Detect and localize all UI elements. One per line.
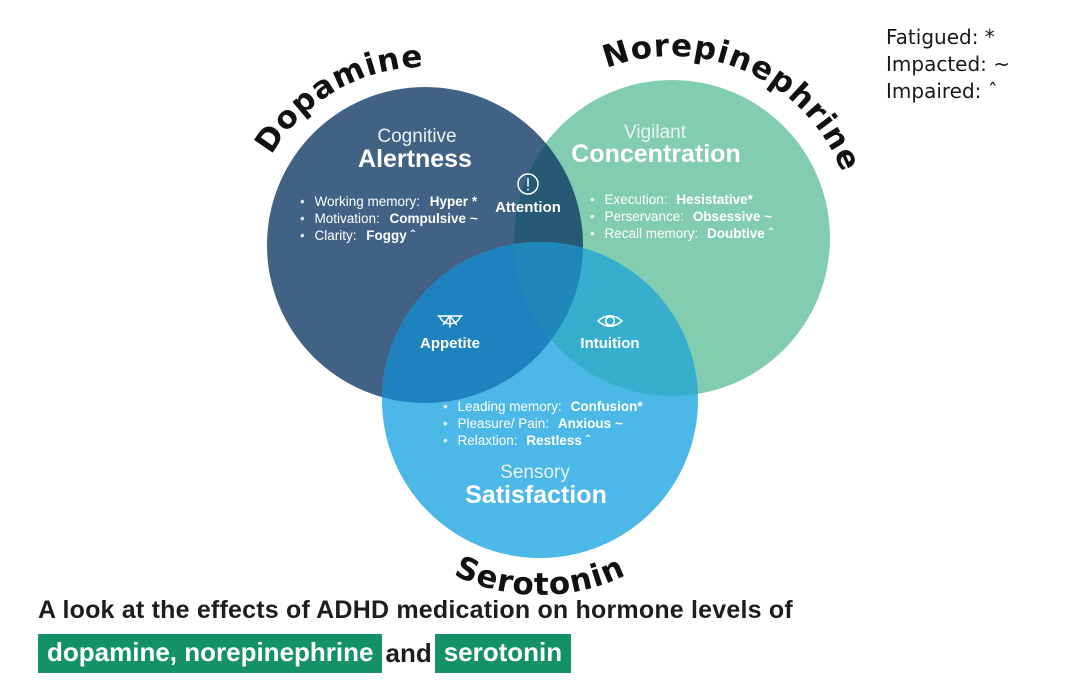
norepinephrine-bullet-2: • Perservance: Obsessive ~: [590, 209, 772, 224]
bullet-label: Pleasure/ Pain:: [458, 416, 550, 431]
bullet-value: Anxious ~: [558, 416, 623, 431]
bullet-value: Restless ˆ: [526, 433, 590, 448]
bullet-dot: •: [590, 192, 595, 207]
bullet-dot: •: [300, 228, 305, 243]
exclamation-circle-icon: [517, 173, 539, 195]
symbol-legend: Fatigued: * Impacted: ~ Impaired: ˆ: [886, 24, 1010, 105]
eye-icon: [597, 315, 623, 327]
bullet-value: Doubtive ˆ: [707, 226, 774, 241]
attention-label: Attention: [495, 199, 561, 216]
norepinephrine-bullet-3: • Recall memory: Doubtive ˆ: [590, 226, 774, 241]
bullet-dot: •: [443, 416, 448, 431]
dopamine-subtitle: Cognitive: [377, 126, 456, 147]
legend-item-impaired: Impaired: ˆ: [886, 79, 998, 103]
norepinephrine-bullet-1: • Execution: Hesistative*: [590, 192, 754, 207]
bullet-label: Clarity:: [315, 228, 357, 243]
bullet-label: Motivation:: [315, 211, 380, 226]
highlight-serotonin: serotonin: [434, 634, 572, 673]
serotonin-bullet-1: • Leading memory: Confusion*: [443, 399, 643, 414]
caption-and: and: [385, 638, 432, 668]
bullet-value: Obsessive ~: [693, 209, 772, 224]
bullet-label: Execution:: [605, 192, 668, 207]
caption-title: A look at the effects of ADHD medication…: [38, 596, 793, 624]
bullet-value: Foggy ˆ: [366, 228, 415, 243]
dopamine-title: Alertness: [358, 145, 472, 173]
caption-subtitle: dopamine, norepinephrine and serotonin: [38, 634, 793, 673]
caption: A look at the effects of ADHD medication…: [38, 596, 793, 673]
bullet-value: Hesistative*: [676, 192, 753, 207]
intuition-label: Intuition: [580, 335, 639, 352]
bullet-label: Leading memory:: [458, 399, 562, 414]
norepinephrine-serotonin-overlap: [514, 242, 698, 396]
bullet-label: Working memory:: [315, 194, 421, 209]
bullet-dot: •: [590, 226, 595, 241]
bullet-dot: •: [590, 209, 595, 224]
bullet-dot: •: [300, 194, 305, 209]
bullet-dot: •: [300, 211, 305, 226]
appetite-label: Appetite: [420, 335, 480, 352]
bullet-value: Confusion*: [571, 399, 644, 414]
norepinephrine-title: Concentration: [571, 140, 740, 168]
serotonin-title: Satisfaction: [465, 481, 607, 509]
bullet-dot: •: [443, 399, 448, 414]
serotonin-subtitle: Sensory: [500, 462, 570, 483]
bullet-dot: •: [443, 433, 448, 448]
legend-item-fatigued: Fatigued: *: [886, 25, 995, 49]
bullet-value: Compulsive ~: [390, 211, 478, 226]
dopamine-bullet-1: • Working memory: Hyper *: [300, 194, 478, 209]
dopamine-bullet-2: • Motivation: Compulsive ~: [300, 211, 478, 226]
citrus-slice-icon: [437, 315, 463, 328]
norepinephrine-subtitle: Vigilant: [624, 122, 687, 143]
bullet-label: Relaxtion:: [458, 433, 518, 448]
bullet-label: Recall memory:: [605, 226, 699, 241]
dopamine-bullet-3: • Clarity: Foggy ˆ: [300, 228, 416, 243]
bullet-label: Perservance:: [605, 209, 685, 224]
legend-item-impacted: Impacted: ~: [886, 52, 1011, 76]
highlight-dopamine-norepinephrine: dopamine, norepinephrine: [38, 634, 383, 673]
serotonin-bullet-3: • Relaxtion: Restless ˆ: [443, 433, 591, 448]
bullet-value: Hyper *: [430, 194, 478, 209]
serotonin-bullet-2: • Pleasure/ Pain: Anxious ~: [443, 416, 623, 431]
